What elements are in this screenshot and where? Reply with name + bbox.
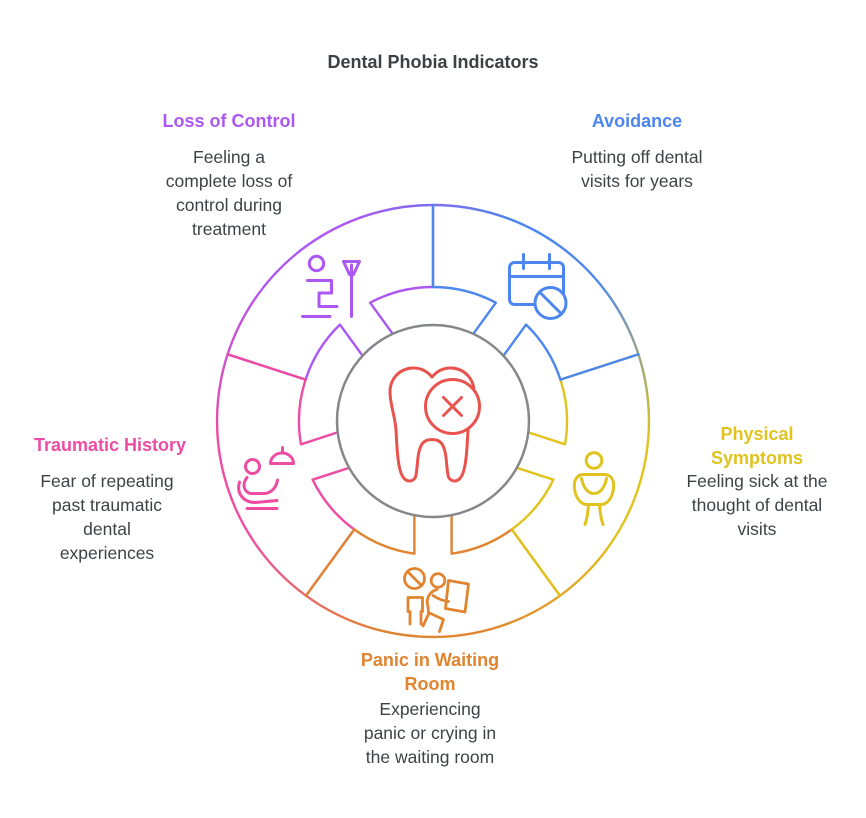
tooth-cancel-icon: [388, 366, 481, 483]
person-leg: [421, 611, 431, 628]
patient-body: [242, 476, 279, 495]
heading-avoidance: Avoidance: [591, 111, 683, 131]
description-loss-of-control: Feeling a complete loss of control durin…: [165, 147, 293, 239]
outer-arc: [226, 203, 435, 356]
person-leg: [583, 503, 590, 526]
waiting-room-panic-icon: [403, 567, 470, 633]
band-piece: [368, 285, 435, 335]
hands-on-stomach: [580, 477, 608, 495]
calendar-cancel-icon: [508, 253, 568, 320]
band-piece: [311, 466, 356, 531]
band-piece: [353, 514, 416, 555]
band-piece: [431, 285, 498, 335]
heading-traumatic-history: Traumatic History: [33, 435, 187, 455]
boundary-line: [559, 353, 640, 381]
band-piece: [450, 514, 513, 555]
person-arm: [431, 594, 450, 603]
description-physical-symptoms: Feeling sick at the thought of dental vi…: [686, 471, 828, 539]
person-head: [429, 572, 447, 589]
person-leg: [427, 611, 445, 633]
description-avoidance: Putting off dental visits for years: [571, 147, 703, 191]
band-piece: [510, 466, 555, 531]
description-panic-in-waiting-room: Experiencing panic or crying in the wait…: [363, 699, 497, 767]
outer-arc: [304, 594, 562, 639]
cancel-x: [442, 396, 463, 417]
person-torso: [425, 588, 439, 614]
outer-arc: [558, 353, 651, 597]
heading-loss-of-control: Loss of Control: [162, 111, 296, 131]
lamp-dome: [269, 451, 295, 465]
patient-head: [244, 458, 261, 475]
person-head: [584, 451, 604, 470]
nauseous-person-icon: [572, 451, 616, 526]
chair-back: [237, 480, 279, 504]
person-leg: [598, 503, 605, 526]
band-piece: [304, 323, 364, 381]
prohibit-slash: [538, 290, 563, 316]
band-piece: [502, 323, 562, 381]
drill-head: [342, 260, 361, 276]
band-piece: [297, 378, 339, 446]
heading-panic-in-waiting-room: Panic in Waiting Room: [360, 650, 500, 694]
prohibit-slash: [406, 570, 423, 587]
description-traumatic-history: Fear of repeating past traumatic dental …: [40, 471, 174, 563]
outer-arc: [215, 353, 308, 597]
outer-arc: [431, 203, 640, 356]
boundary-line: [510, 528, 562, 597]
dental-chair-lamp-icon: [237, 446, 295, 510]
page-title: Dental Phobia Indicators: [327, 52, 539, 72]
heading-physical-symptoms: Physical Symptoms: [710, 424, 804, 468]
chair-seat: [406, 596, 424, 613]
patient-treatment-icon: [301, 254, 361, 318]
boundary-line: [226, 353, 307, 381]
person-head: [307, 254, 326, 273]
segment-avoidance: [431, 203, 640, 381]
band-piece: [527, 378, 569, 446]
person-body: [306, 279, 339, 308]
magazine: [444, 579, 470, 614]
boundary-line: [304, 528, 356, 597]
